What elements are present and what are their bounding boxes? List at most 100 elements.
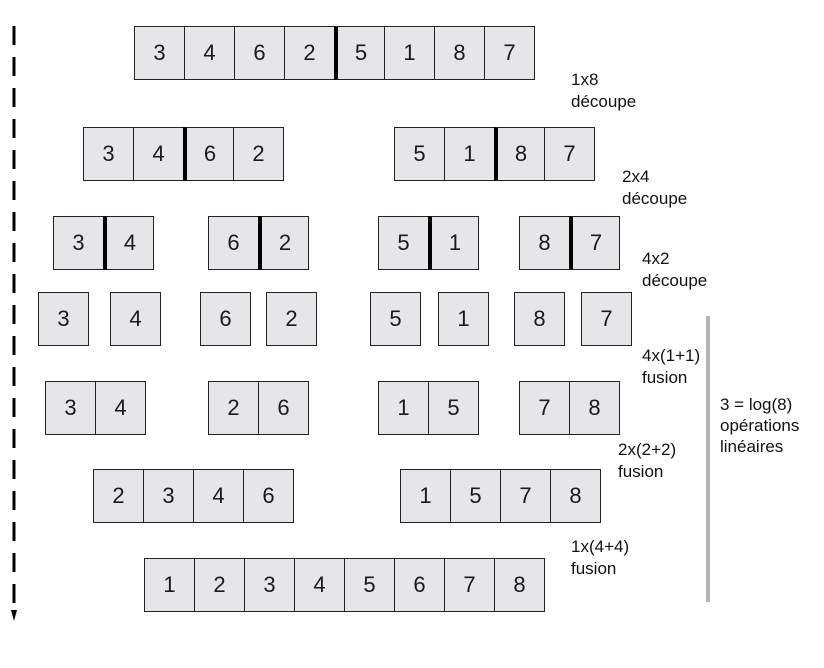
array-cell: 5 bbox=[450, 469, 501, 523]
array-cell: 1 bbox=[428, 216, 479, 270]
array-cell: 4 bbox=[294, 558, 345, 612]
array-cell: 7 bbox=[484, 26, 535, 80]
array-cell: 7 bbox=[544, 127, 595, 181]
array-cell: 3 bbox=[244, 558, 295, 612]
array-cell: 3 bbox=[53, 216, 104, 270]
array-cell: 4 bbox=[95, 381, 146, 435]
array-cell: 3 bbox=[38, 292, 89, 346]
complexity-note: 3 = log(8) opérations linéaires bbox=[720, 394, 799, 457]
array-cell: 1 bbox=[384, 26, 435, 80]
step-label-line: 4x2 bbox=[642, 249, 670, 268]
array-block: 1 bbox=[438, 292, 489, 346]
step-label-line: 4x(1+1) bbox=[642, 346, 701, 365]
array-cell: 1 bbox=[438, 292, 489, 346]
array-block: 2 bbox=[266, 292, 317, 346]
time-arrow bbox=[11, 26, 17, 621]
array-cell: 5 bbox=[370, 292, 421, 346]
array-block: 5 bbox=[370, 292, 421, 346]
array-cell: 7 bbox=[581, 292, 632, 346]
step-label: 1x8 découpe bbox=[571, 69, 636, 113]
array-cell: 4 bbox=[110, 292, 161, 346]
step-label-line: fusion bbox=[642, 368, 688, 387]
array-cell: 8 bbox=[519, 216, 570, 270]
array-cell: 7 bbox=[500, 469, 551, 523]
array-cell: 7 bbox=[444, 558, 495, 612]
array-cell: 4 bbox=[103, 216, 154, 270]
array-cell: 2 bbox=[233, 127, 284, 181]
step-label-line: découpe bbox=[642, 271, 708, 290]
array-cell: 8 bbox=[550, 469, 601, 523]
array-block: 4 bbox=[110, 292, 161, 346]
array-block: 8 bbox=[514, 292, 565, 346]
array-cell: 5 bbox=[394, 127, 445, 181]
array-cell: 3 bbox=[143, 469, 194, 523]
array-cell: 3 bbox=[83, 127, 134, 181]
array-block: 7 bbox=[581, 292, 632, 346]
summary-line: linéaires bbox=[720, 437, 784, 456]
array-cell: 6 bbox=[208, 216, 259, 270]
array-cell: 5 bbox=[428, 381, 479, 435]
array-cell: 1 bbox=[378, 381, 429, 435]
array-cell: 2 bbox=[208, 381, 259, 435]
array-cell: 6 bbox=[243, 469, 294, 523]
array-cell: 5 bbox=[344, 558, 395, 612]
step-label-line: fusion bbox=[618, 462, 664, 481]
step-label-line: 2x4 bbox=[622, 167, 650, 186]
step-label-line: 1x(4+4) bbox=[571, 537, 630, 556]
array-cell: 1 bbox=[144, 558, 195, 612]
step-label-line: découpe bbox=[571, 92, 637, 111]
array-cell: 7 bbox=[569, 216, 620, 270]
array-cell: 3 bbox=[134, 26, 185, 80]
step-label: 1x(4+4) fusion bbox=[571, 536, 629, 580]
array-cell: 6 bbox=[200, 292, 251, 346]
array-cell: 2 bbox=[258, 216, 309, 270]
array-cell: 4 bbox=[193, 469, 244, 523]
step-label-line: 2x(2+2) bbox=[618, 440, 677, 459]
array-cell: 7 bbox=[519, 381, 570, 435]
step-label: 2x(2+2) fusion bbox=[618, 439, 676, 483]
array-cell: 6 bbox=[258, 381, 309, 435]
array-block: 6 bbox=[200, 292, 251, 346]
array-cell: 8 bbox=[569, 381, 620, 435]
array-cell: 2 bbox=[194, 558, 245, 612]
step-label-line: 1x8 bbox=[571, 70, 599, 89]
step-label: 4x(1+1) fusion bbox=[642, 345, 700, 389]
array-cell: 3 bbox=[45, 381, 96, 435]
step-label: 4x2 découpe bbox=[642, 248, 707, 292]
step-label: 2x4 découpe bbox=[622, 166, 687, 210]
array-cell: 6 bbox=[234, 26, 285, 80]
step-label-line: découpe bbox=[622, 189, 688, 208]
array-cell: 4 bbox=[184, 26, 235, 80]
array-cell: 2 bbox=[93, 469, 144, 523]
array-cell: 5 bbox=[334, 26, 385, 80]
array-cell: 8 bbox=[434, 26, 485, 80]
step-label-line: fusion bbox=[571, 559, 617, 578]
array-cell: 1 bbox=[444, 127, 495, 181]
array-cell: 5 bbox=[378, 216, 429, 270]
array-cell: 6 bbox=[394, 558, 445, 612]
array-cell: 1 bbox=[400, 469, 451, 523]
merge-phase-bracket bbox=[706, 316, 710, 602]
summary-line: opérations bbox=[720, 416, 800, 435]
array-cell: 8 bbox=[494, 558, 545, 612]
array-block: 3 bbox=[38, 292, 89, 346]
array-cell: 8 bbox=[494, 127, 545, 181]
array-cell: 6 bbox=[183, 127, 234, 181]
array-cell: 8 bbox=[514, 292, 565, 346]
array-cell: 4 bbox=[133, 127, 184, 181]
